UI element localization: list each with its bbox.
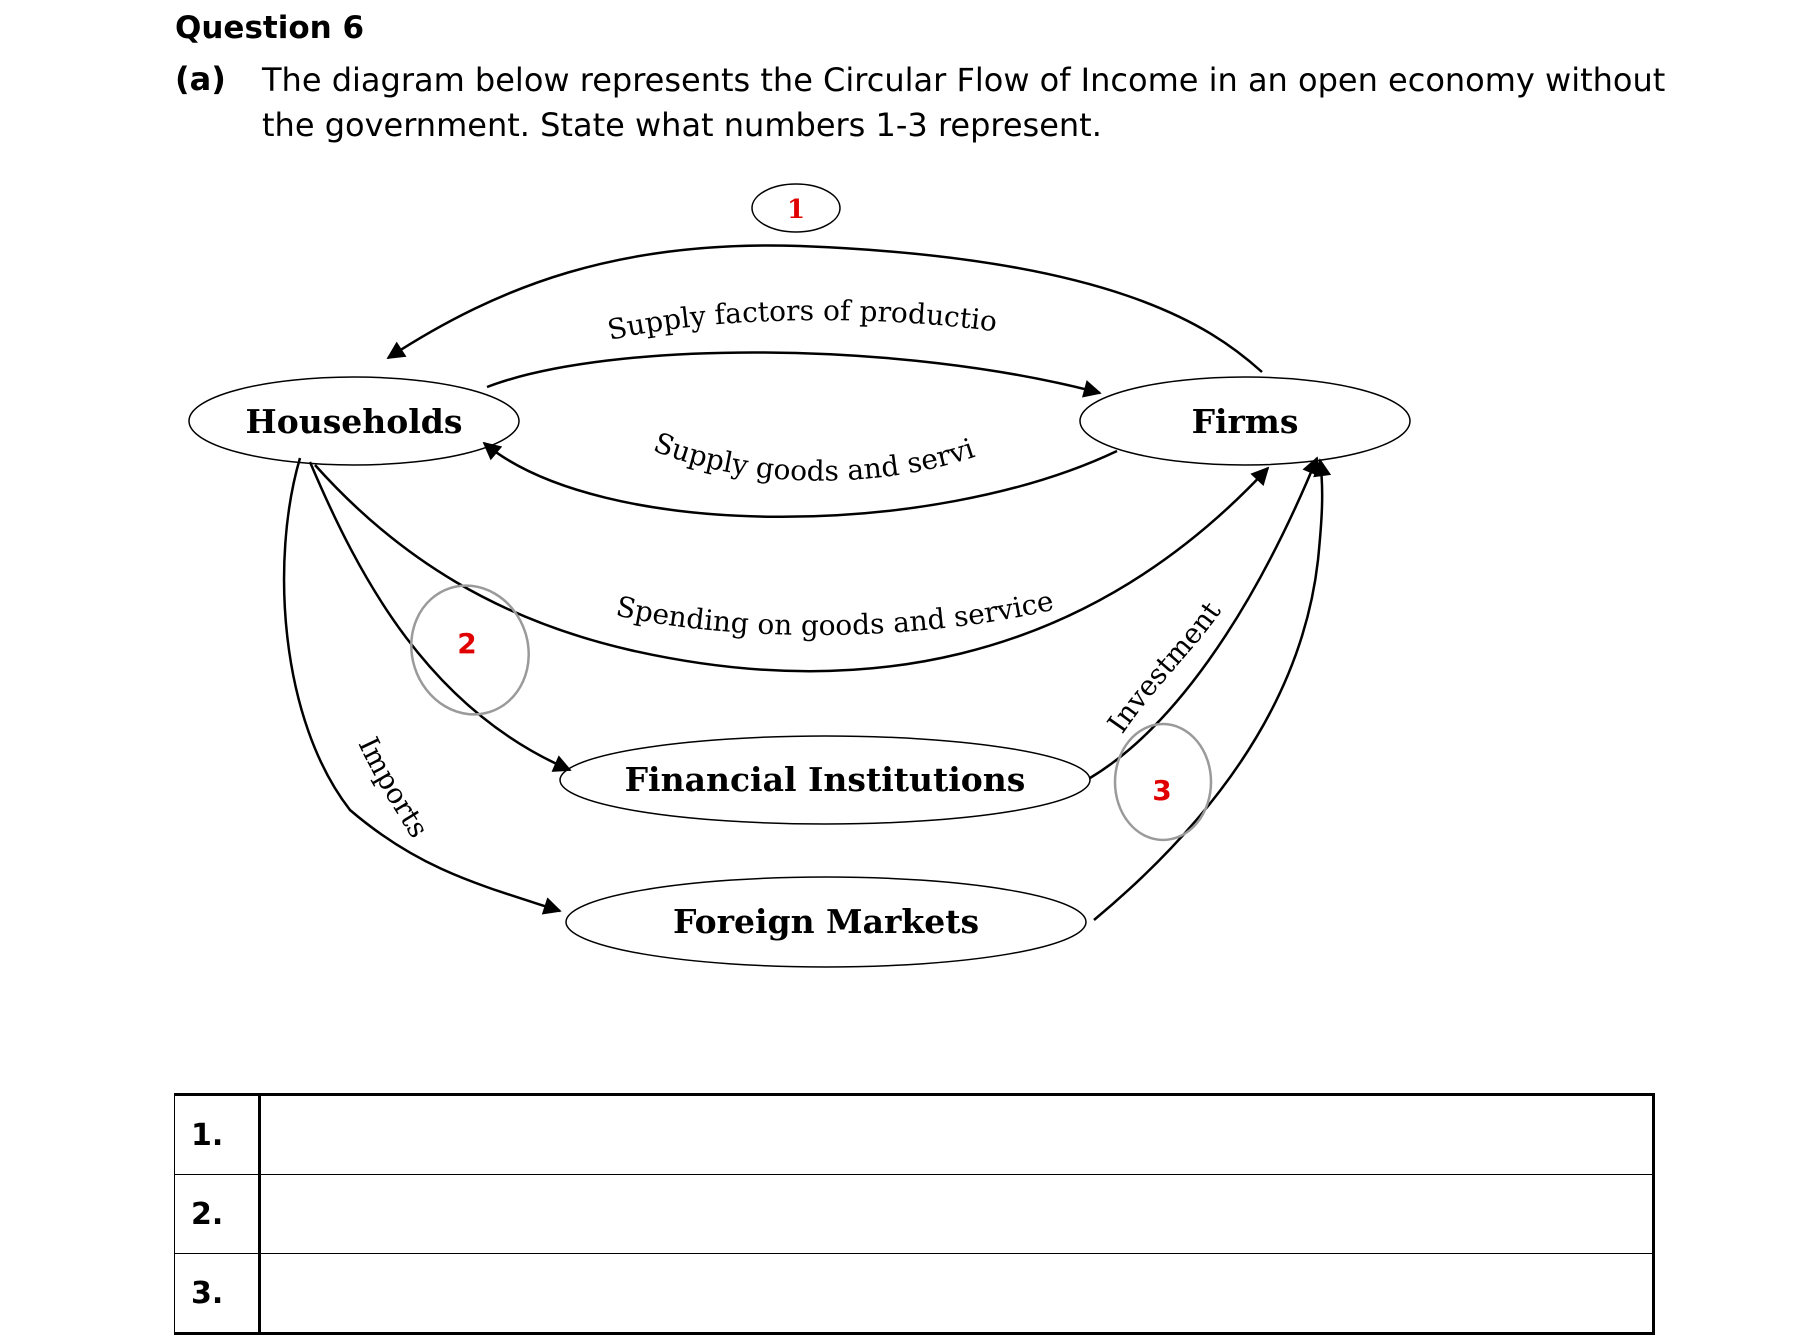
flow-savings-arrow [308,461,572,772]
financial-institutions-node [559,735,1091,825]
answer-row-label: 1. [174,1093,260,1175]
marker-1-outline [751,183,841,233]
answer-row: 1. [174,1093,1655,1175]
households-label: Households [246,402,463,441]
flow-exports-arrow [1093,458,1332,921]
flow-spending-arrow [314,464,1270,673]
answer-row-label: 2. [174,1174,260,1254]
marker-2-number: 2 [457,627,476,660]
answer-table: 1. 2. 3. [174,1093,1655,1335]
flow-firms-to-households-top [386,244,1263,373]
answer-row-label: 3. [174,1253,260,1335]
foreign-markets-node [565,876,1087,968]
supply-goods-label: Supply goods and services [0,0,978,488]
answer-3-field[interactable] [258,1253,1655,1335]
imports-label: Imports [352,732,436,844]
question-title: Question 6 [175,10,365,46]
question-part-label: (a) [175,60,226,98]
flow-imports-arrow [282,457,562,915]
foreign-markets-label: Foreign Markets [673,902,979,941]
question-text: The diagram below represents the Circula… [262,61,1666,144]
firms-node [1079,376,1411,466]
flow-investments-arrow [1089,456,1320,780]
marker-1-number: 1 [787,195,805,225]
supply-factors-label: Supply factors of production [0,0,999,347]
answer-row: 2. [174,1174,1655,1254]
flow-supply-goods-arrow [482,441,1118,519]
investments-label: Investments [0,0,1228,739]
marker-3-number: 3 [1152,774,1171,807]
answer-row: 3. [174,1253,1655,1335]
answer-1-field[interactable] [258,1093,1655,1175]
firms-label: Firms [1192,402,1299,441]
marker-3-outline [1113,722,1213,842]
marker-2-outline [410,584,530,716]
circular-flow-diagram: Households Firms Financial Institutions … [0,0,1411,968]
flow-supply-factors-arrow [486,351,1102,398]
households-node [188,376,520,466]
answer-2-field[interactable] [258,1174,1655,1254]
financial-institutions-label: Financial Institutions [625,760,1026,799]
